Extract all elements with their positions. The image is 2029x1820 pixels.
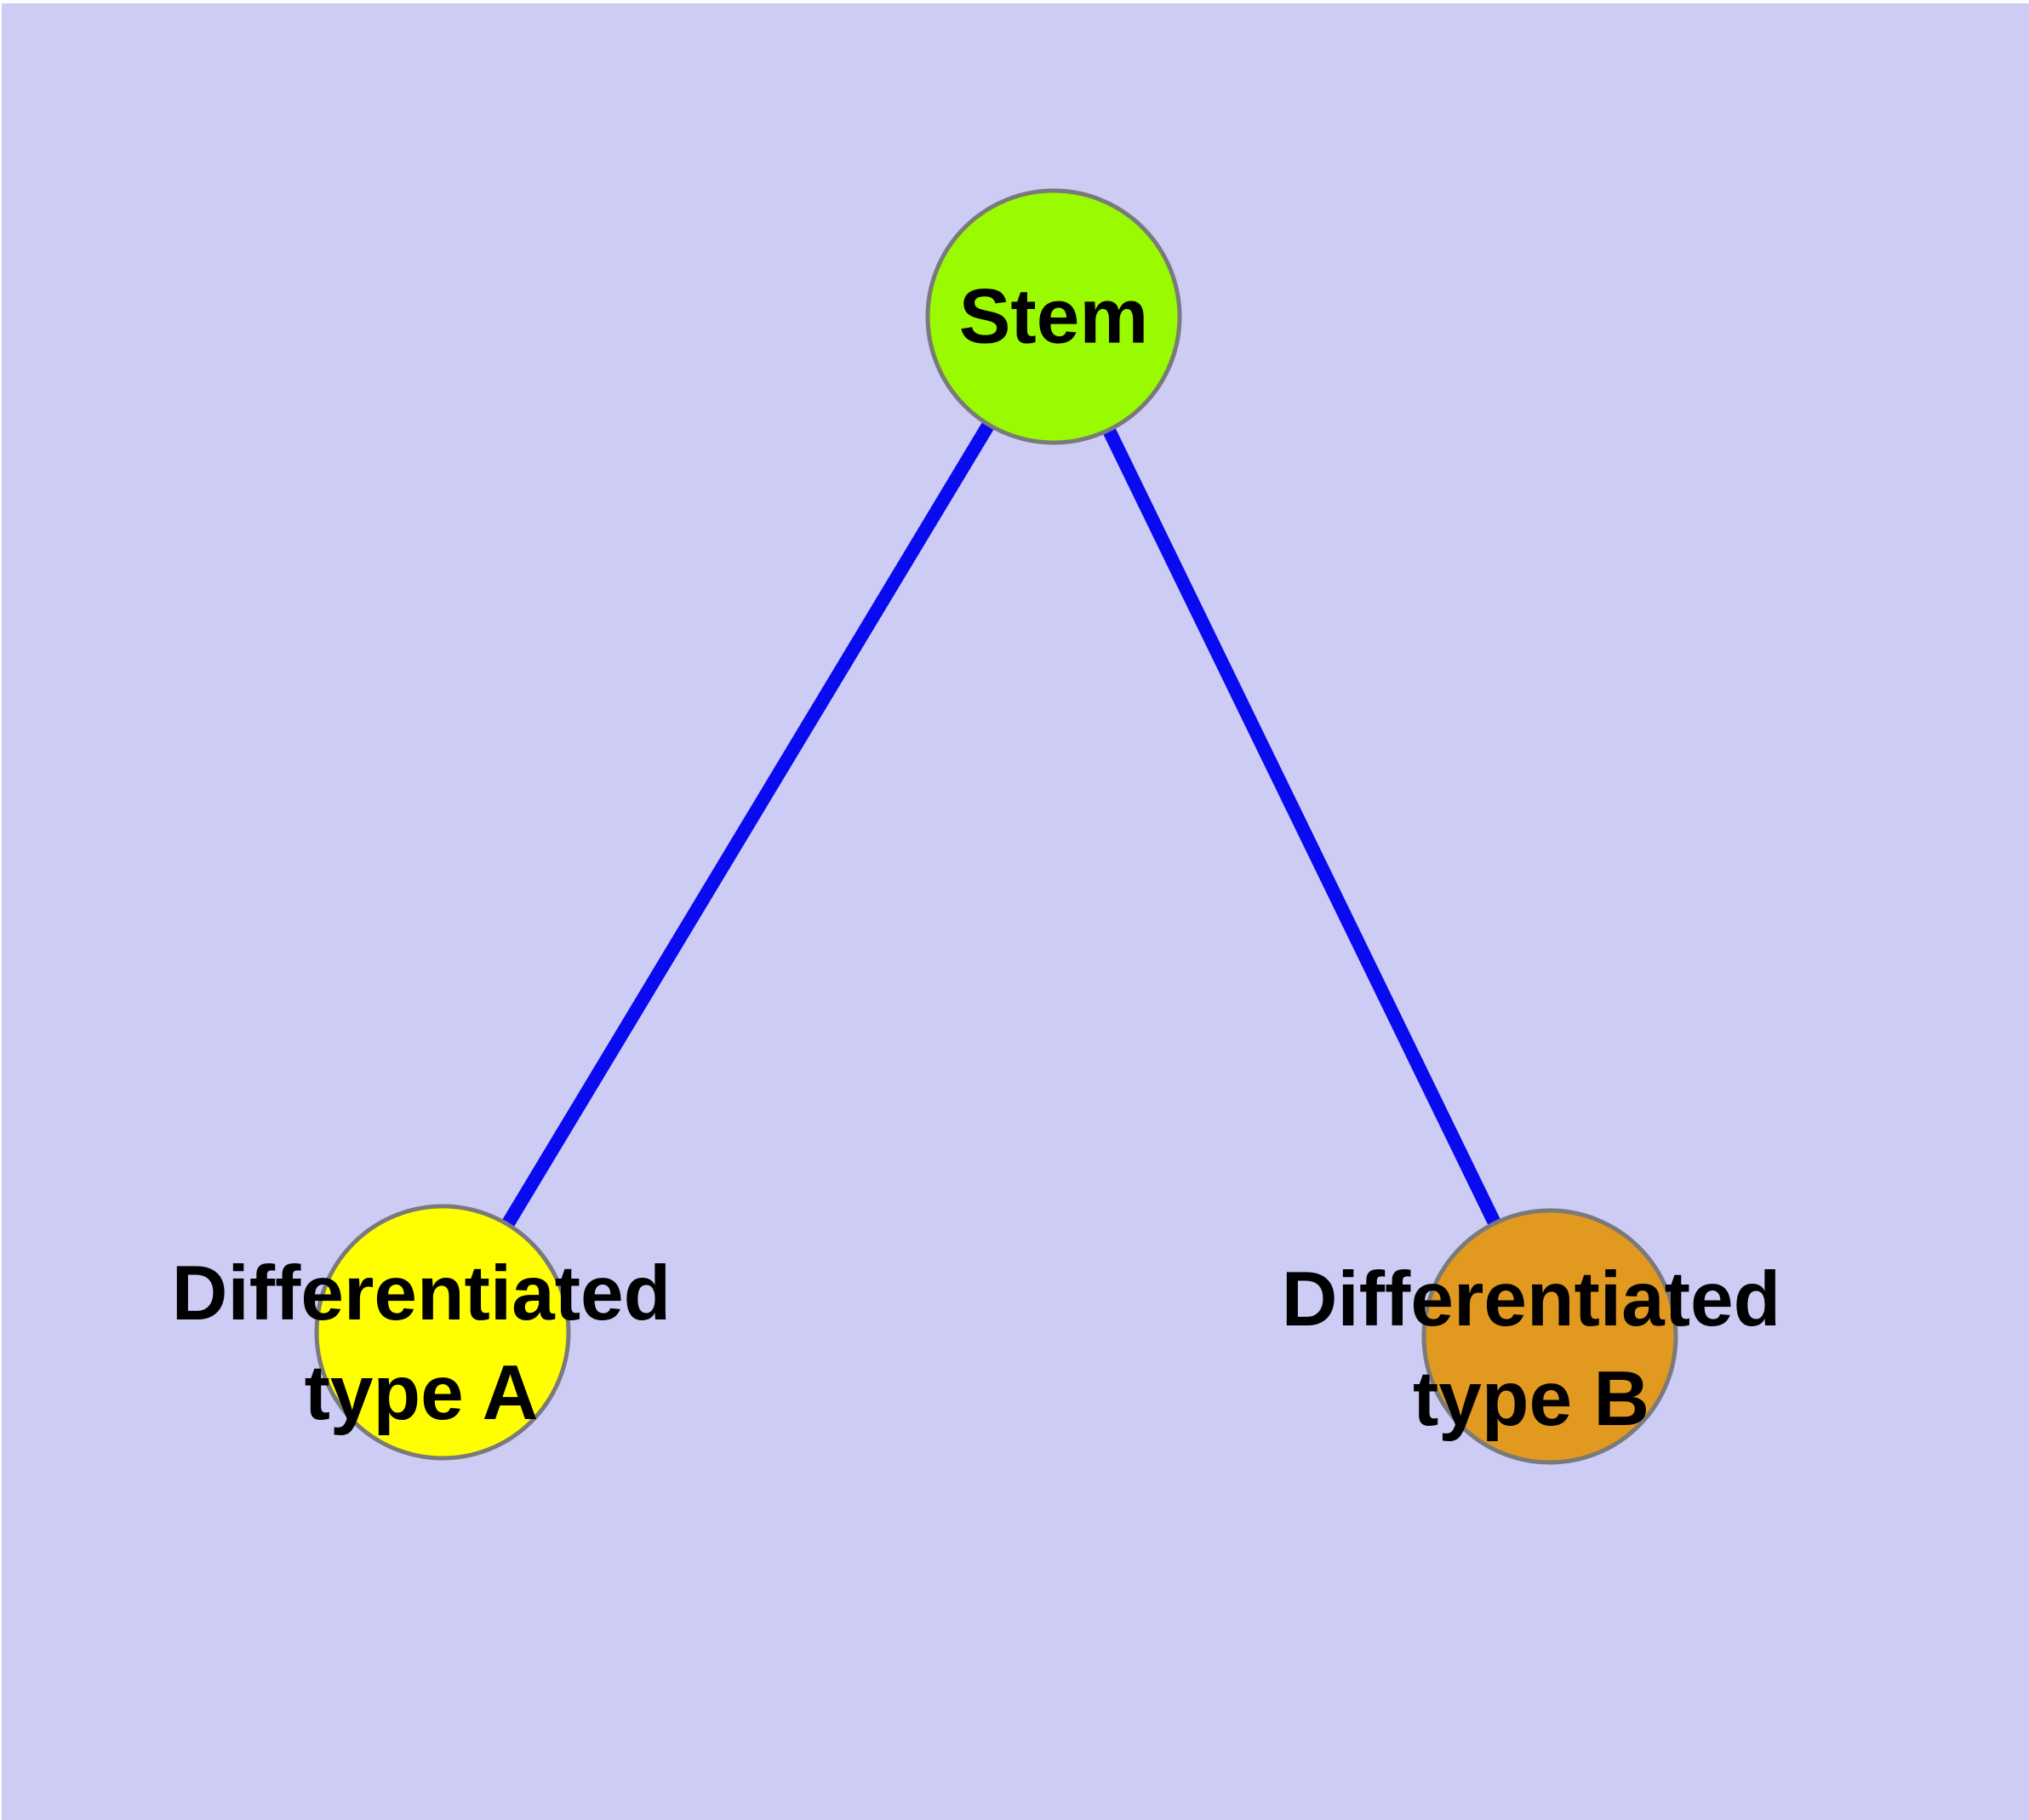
edge-stem-to-type-b <box>1047 313 1557 1340</box>
node-stem-circle <box>925 188 1182 445</box>
node-type-b-circle <box>1421 1208 1678 1465</box>
node-type-a-circle <box>314 1204 571 1461</box>
frame-edge-top <box>0 0 2029 3</box>
node-type-b-label: Differentiated type B <box>1281 1256 1781 1442</box>
node-type-a-label: Differentiated type A <box>171 1251 672 1436</box>
frame-edge-left <box>0 0 2 1820</box>
node-stem-label: Stem <box>958 273 1149 360</box>
edge-stem-to-type-a <box>437 312 1060 1336</box>
